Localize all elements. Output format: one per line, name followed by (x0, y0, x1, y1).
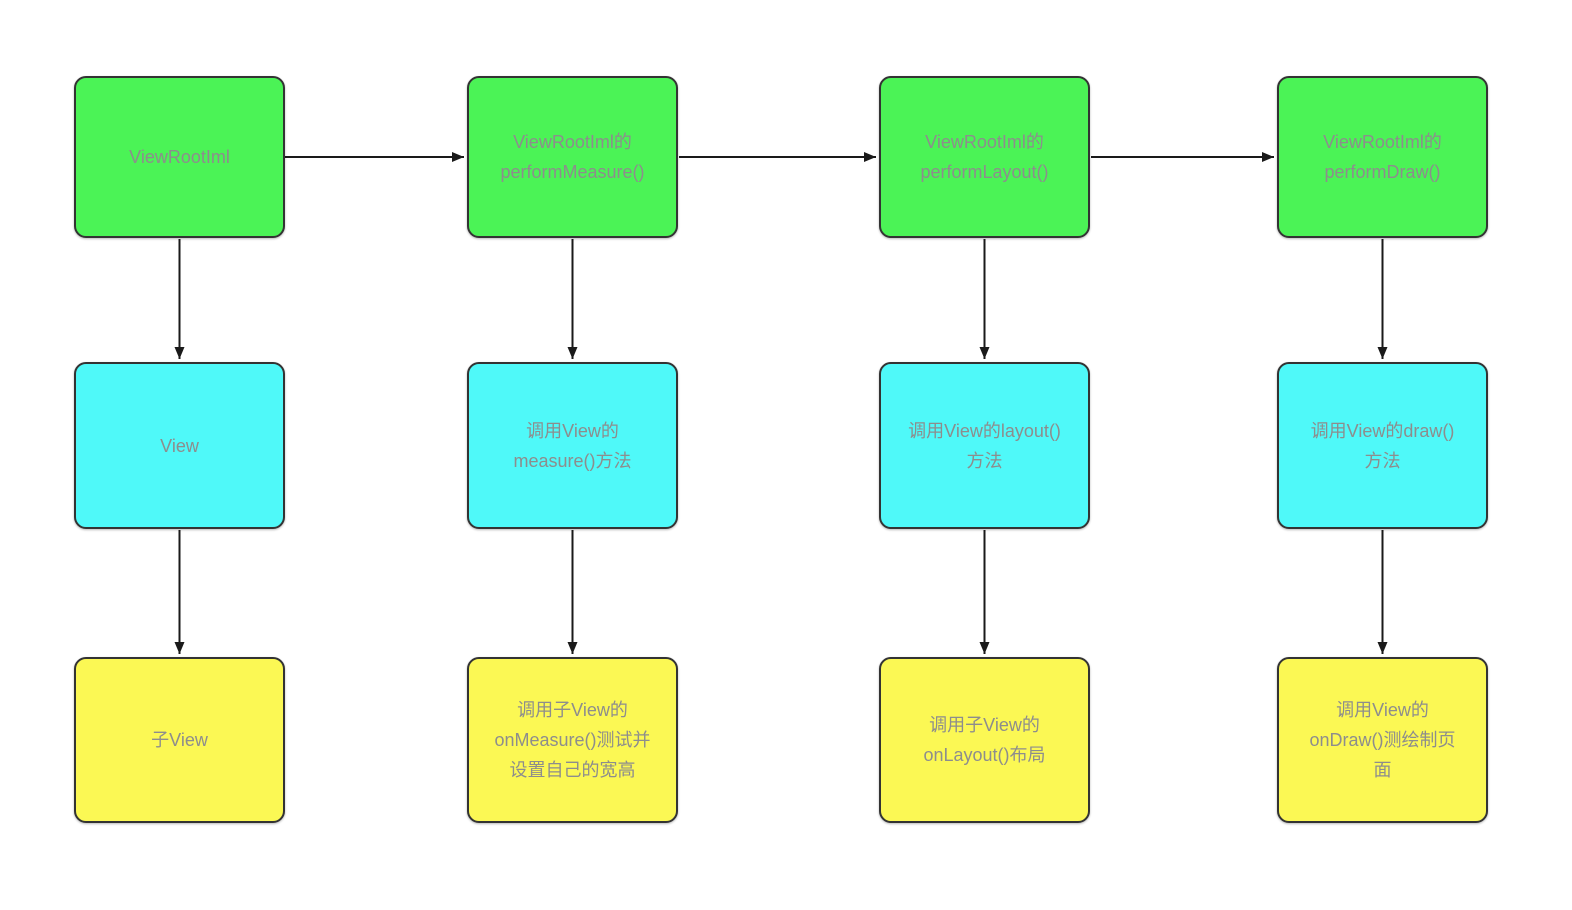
node-perform-draw-label: ViewRootIml的 performDraw() (1323, 132, 1442, 182)
node-call-view-draw: 调用View的draw() 方法 (1277, 362, 1488, 529)
node-call-child-onmeasure-label: 调用子View的 onMeasure()测试并 设置自己的宽高 (494, 700, 651, 780)
node-call-child-onlayout: 调用子View的 onLayout()布局 (879, 657, 1090, 823)
node-viewrootiml-label: ViewRootIml (129, 147, 230, 167)
node-call-child-onmeasure: 调用子View的 onMeasure()测试并 设置自己的宽高 (467, 657, 678, 823)
node-call-view-measure-label: 调用View的 measure()方法 (513, 420, 632, 471)
node-call-view-measure: 调用View的 measure()方法 (467, 362, 678, 529)
node-perform-draw: ViewRootIml的 performDraw() (1277, 76, 1488, 238)
node-view-label: View (160, 435, 199, 456)
node-perform-measure-label: ViewRootIml的 performMeasure() (500, 132, 645, 182)
node-call-view-ondraw: 调用View的 onDraw()测绘制页 面 (1277, 657, 1488, 823)
node-child-view-label: 子View (151, 730, 208, 750)
node-child-view: 子View (74, 657, 285, 823)
node-call-view-layout-label: 调用View的layout() 方法 (908, 420, 1061, 471)
node-call-view-layout: 调用View的layout() 方法 (879, 362, 1090, 529)
node-perform-layout: ViewRootIml的 performLayout() (879, 76, 1090, 238)
node-view: View (74, 362, 285, 529)
node-call-view-draw-label: 调用View的draw() 方法 (1310, 420, 1455, 471)
node-perform-layout-label: ViewRootIml的 performLayout() (920, 132, 1049, 182)
node-perform-measure: ViewRootIml的 performMeasure() (467, 76, 678, 238)
node-viewrootiml: ViewRootIml (74, 76, 285, 238)
node-call-view-ondraw-label: 调用View的 onDraw()测绘制页 面 (1309, 700, 1456, 780)
node-call-child-onlayout-label: 调用子View的 onLayout()布局 (923, 715, 1046, 765)
